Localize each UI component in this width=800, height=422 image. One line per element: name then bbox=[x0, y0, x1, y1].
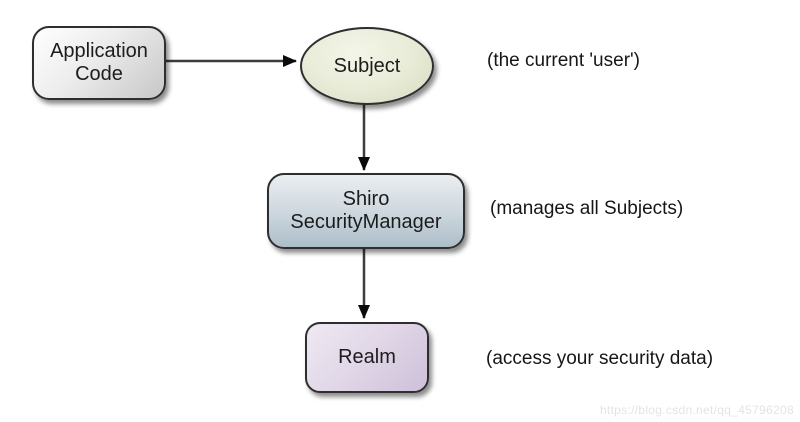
annotation-security-manager-note: (manages all Subjects) bbox=[490, 198, 684, 219]
node-security-manager-label: Shiro SecurityManager bbox=[290, 188, 442, 233]
node-application-code-label: Application Code bbox=[50, 40, 148, 85]
node-subject-label: Subject bbox=[333, 54, 401, 77]
annotation-realm-note: (access your security data) bbox=[486, 348, 714, 369]
node-subject: Subject bbox=[300, 27, 434, 105]
node-application-code: Application Code bbox=[32, 26, 166, 100]
node-security-manager: Shiro SecurityManager bbox=[267, 173, 465, 249]
node-realm: Realm bbox=[305, 322, 429, 393]
node-realm-label: Realm bbox=[338, 346, 396, 368]
annotation-subject-note: (the current 'user') bbox=[487, 50, 640, 71]
csdn-watermark: https://blog.csdn.net/qq_45796208 bbox=[599, 403, 794, 417]
